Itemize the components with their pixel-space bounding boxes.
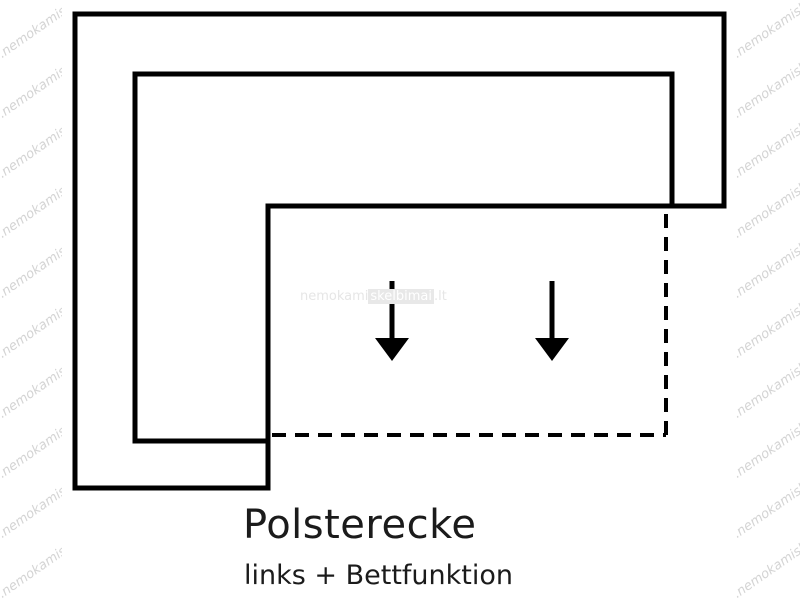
center-watermark-part3: .lt [433, 289, 447, 304]
sofa-outer-outline [72, 11, 727, 491]
caption-title: Polsterecke [243, 502, 477, 548]
center-watermark-part1: nemokami [300, 289, 369, 304]
arrow-down-icon [535, 281, 569, 361]
watermark-strip-left: www.nemokamiskelbimai.lt www.nemokamiske… [0, 0, 62, 600]
center-watermark-part2: skelbimai [368, 289, 434, 304]
caption-subtitle: links + Bettfunktion [244, 560, 513, 591]
watermark-strip-right: www.nemokamiskelbimai.lt www.nemokamiske… [735, 0, 800, 600]
sofa-seat-outline [132, 71, 675, 444]
